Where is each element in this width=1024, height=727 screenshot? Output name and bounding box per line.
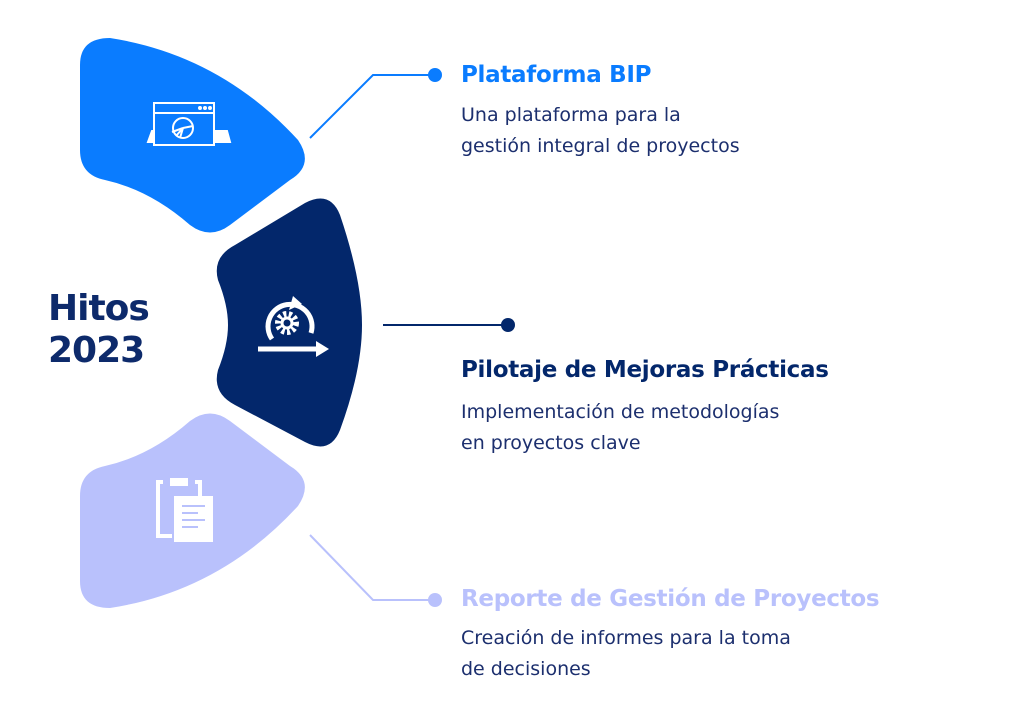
milestone-description: Una plataforma para la gestión integral … xyxy=(461,100,740,162)
description-line: de decisiones xyxy=(461,658,591,680)
description-line: gestión integral de proyectos xyxy=(461,135,740,157)
description-line: Creación de informes para la toma xyxy=(461,627,791,649)
milestone-title: Plataforma BIP xyxy=(461,62,652,88)
dashboard-window-icon xyxy=(146,102,232,146)
description-line: en proyectos clave xyxy=(461,432,641,454)
description-line: Implementación de metodologías xyxy=(461,401,780,423)
segment-pilotaje xyxy=(216,198,362,447)
page-heading: Hitos 2023 xyxy=(48,288,150,372)
milestone-title: Reporte de Gestión de Proyectos xyxy=(461,586,880,612)
clipboard-report-icon xyxy=(156,478,213,542)
milestone-description: Implementación de metodologías en proyec… xyxy=(461,397,779,459)
milestone-description: Creación de informes para la toma de dec… xyxy=(461,623,791,685)
milestone-title: Pilotaje de Mejoras Prácticas xyxy=(461,357,829,383)
gear-cycle-icon xyxy=(258,296,329,357)
heading-line2: 2023 xyxy=(48,330,145,371)
connector-reporte xyxy=(309,534,442,607)
heading-line1: Hitos xyxy=(48,288,150,329)
connector-pilotaje xyxy=(383,318,515,332)
connector-plataforma xyxy=(309,68,442,139)
description-line: Una plataforma para la xyxy=(461,104,681,126)
